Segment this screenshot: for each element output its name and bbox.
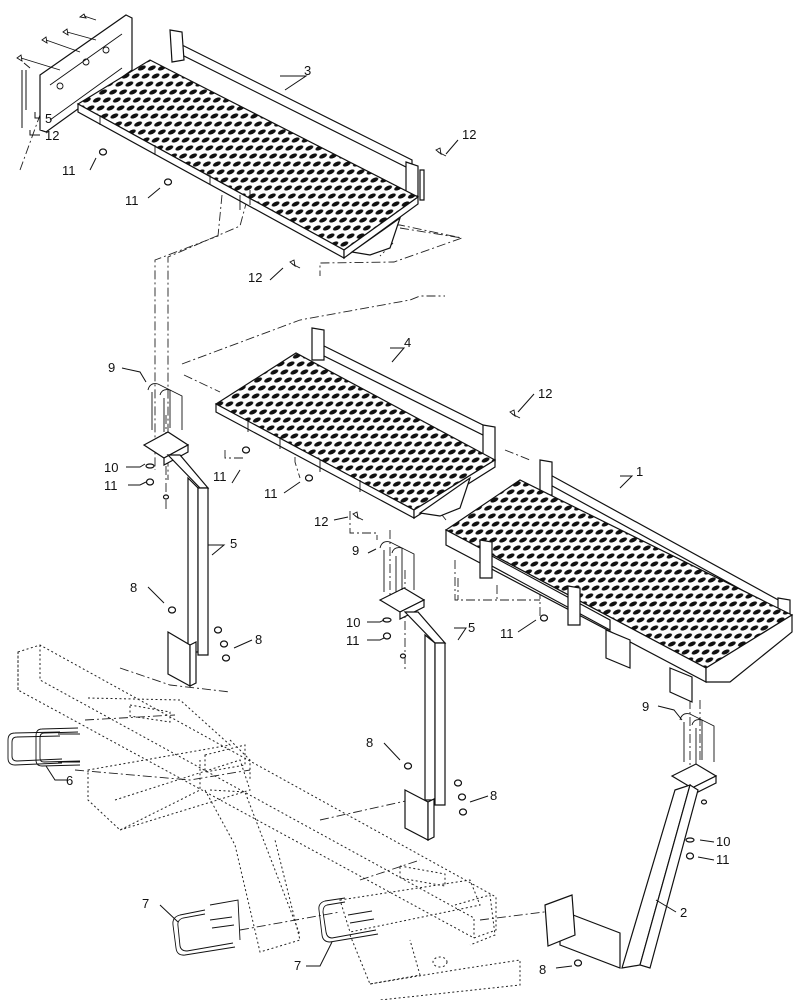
callout-8-e: 8 bbox=[539, 962, 546, 977]
callout-11-d: 11 bbox=[213, 469, 227, 484]
callout-11-c: 11 bbox=[104, 478, 118, 493]
callout-7-b: 7 bbox=[142, 896, 149, 911]
callout-11-g: 11 bbox=[500, 626, 514, 641]
support-leg-left bbox=[142, 383, 210, 688]
callout-2: 2 bbox=[680, 905, 687, 920]
callout-3: 3 bbox=[304, 63, 311, 78]
callout-12-d: 12 bbox=[538, 386, 552, 401]
callout-9-c: 9 bbox=[642, 699, 649, 714]
callout-12-c: 12 bbox=[248, 270, 262, 285]
callout-8-c: 8 bbox=[366, 735, 373, 750]
support-arm bbox=[544, 713, 718, 969]
callout-5-a: 5 bbox=[230, 536, 237, 551]
callout-11-h: 11 bbox=[716, 852, 730, 867]
callout-labels: 3 5 12 11 11 12 12 9 4 12 10 11 11 11 5 … bbox=[45, 63, 730, 977]
callout-11-b: 11 bbox=[125, 193, 139, 208]
callout-4: 4 bbox=[404, 335, 411, 350]
callout-7-a: 6 bbox=[66, 773, 73, 788]
mounting-plate bbox=[39, 14, 133, 133]
callout-6: 5 bbox=[45, 111, 52, 126]
callout-10-b: 10 bbox=[346, 615, 360, 630]
step-platform-upper bbox=[16, 13, 425, 260]
callout-8-a: 8 bbox=[130, 580, 137, 595]
step-platform-right bbox=[444, 459, 794, 703]
u-bolt-left-inner bbox=[35, 727, 81, 767]
callout-11-e: 11 bbox=[264, 486, 278, 501]
callout-12-e: 12 bbox=[314, 514, 328, 529]
support-leg-middle bbox=[378, 541, 447, 841]
callout-9-b: 9 bbox=[352, 543, 359, 558]
callout-9-a: 9 bbox=[108, 360, 115, 375]
callout-10-a: 10 bbox=[104, 460, 118, 475]
callout-5-b: 5 bbox=[468, 620, 475, 635]
callout-11-f: 11 bbox=[346, 633, 360, 648]
hardware-bolts bbox=[289, 147, 521, 521]
callout-12-a: 12 bbox=[45, 128, 59, 143]
callout-7-c: 7 bbox=[294, 958, 301, 973]
callout-8-b: 8 bbox=[255, 632, 262, 647]
u-bolt-bottom-middle bbox=[318, 897, 379, 943]
callout-10-c: 10 bbox=[716, 834, 730, 849]
callout-12-b: 12 bbox=[462, 127, 476, 142]
u-bolt-bottom-left bbox=[172, 899, 241, 956]
callout-11-a: 11 bbox=[62, 163, 76, 178]
u-bolt-left-outer bbox=[7, 731, 63, 766]
hardware-nuts bbox=[98, 148, 708, 967]
machine-frame-reference bbox=[17, 644, 521, 1000]
step-platform-middle bbox=[214, 327, 497, 520]
callout-1: 1 bbox=[636, 464, 643, 479]
callout-8-d: 8 bbox=[490, 788, 497, 803]
assembly-centerlines bbox=[19, 114, 701, 931]
leader-lines bbox=[21, 70, 715, 969]
